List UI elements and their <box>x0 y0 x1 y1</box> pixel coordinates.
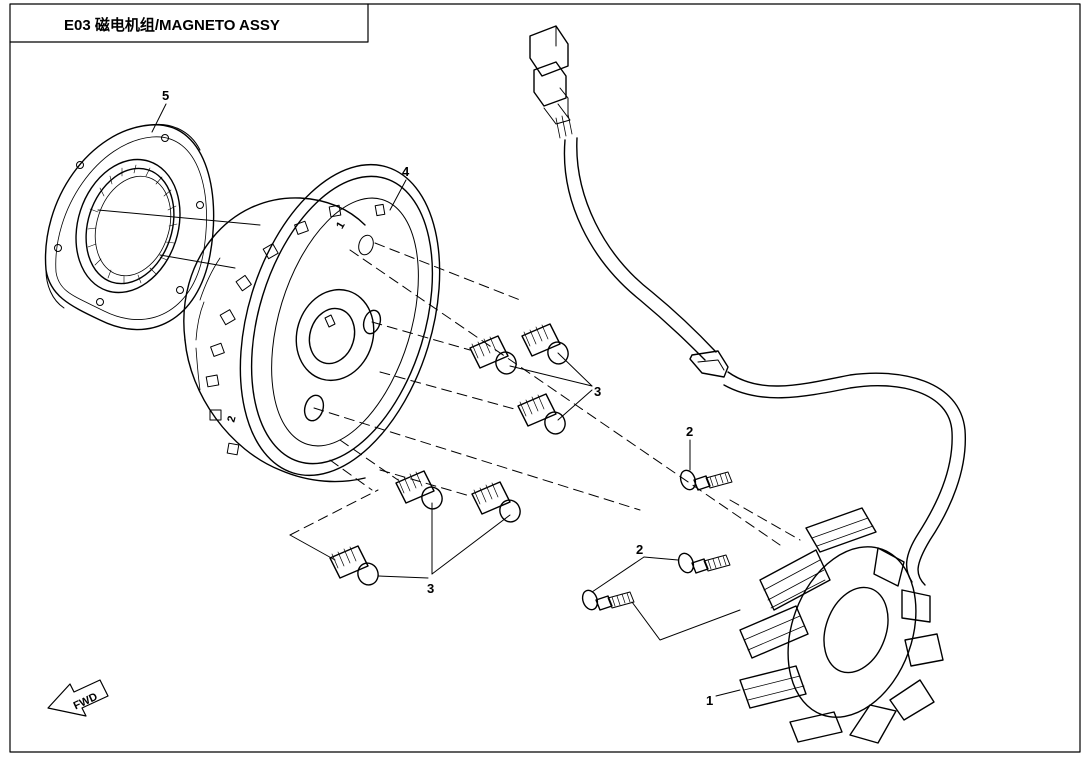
cap-screws-upper <box>469 323 593 435</box>
callout-5: 5 <box>162 88 169 103</box>
rotor-mark-1: 1 <box>334 220 347 231</box>
callout-3-lower: 3 <box>427 581 434 596</box>
cap-screws-lower <box>289 470 521 586</box>
title-block: E03 磁电机组/MAGNETO ASSY <box>9 3 369 43</box>
starter-clutch-part <box>44 123 261 331</box>
callout-4: 4 <box>402 164 410 179</box>
callout-3-upper: 3 <box>594 384 601 399</box>
flange-bolts-lower <box>581 552 741 641</box>
diagram-title: E03 磁电机组/MAGNETO ASSY <box>64 16 280 34</box>
flange-bolt-upper <box>679 439 733 491</box>
fwd-arrow-icon: FWD <box>47 679 109 717</box>
assembly-center-lines <box>313 242 801 546</box>
callout-2-lower: 2 <box>636 542 643 557</box>
drawing-border <box>9 3 1081 753</box>
callout-2-upper: 2 <box>686 424 693 439</box>
fwd-label: FWD <box>72 691 100 712</box>
rotor-mark-2: 2 <box>225 415 238 424</box>
stator-part <box>715 507 944 744</box>
flywheel-rotor-part: 1 2 <box>183 163 441 483</box>
wire-harness <box>529 25 967 586</box>
callout-1: 1 <box>706 693 713 708</box>
